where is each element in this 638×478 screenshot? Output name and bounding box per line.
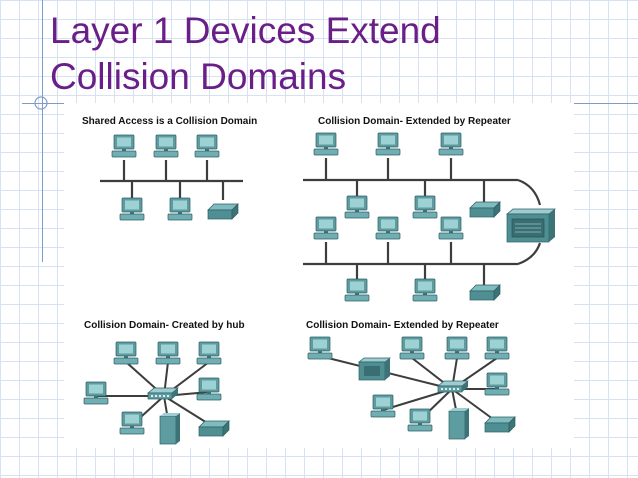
repeater-icon (358, 357, 391, 381)
slide-vertical-rule (42, 0, 43, 262)
computer-icon (484, 372, 510, 396)
computer-icon (438, 216, 464, 240)
printer-icon (207, 203, 239, 220)
slide-title: Layer 1 Devices Extend Collision Domains (50, 8, 441, 100)
hub-icon (437, 380, 469, 393)
computer-icon (196, 341, 222, 365)
slide-title-line1: Layer 1 Devices Extend (50, 10, 441, 51)
repeater-bottom-label: Collision Domain- Extended by Repeater (306, 320, 499, 331)
computer-icon (412, 278, 438, 302)
computer-icon (119, 197, 145, 221)
computer-icon (313, 216, 339, 240)
computer-icon (375, 216, 401, 240)
computer-icon (113, 341, 139, 365)
shared-bus-cables (100, 160, 243, 200)
computer-icon (484, 336, 510, 360)
hub-icon (147, 387, 179, 400)
repeater-icon (506, 208, 556, 243)
computer-icon (399, 336, 425, 360)
server-icon (159, 412, 181, 445)
computer-icon (196, 377, 222, 401)
computer-icon (370, 394, 396, 418)
server-icon (448, 407, 470, 440)
computer-icon (83, 381, 109, 405)
computer-icon (119, 411, 145, 435)
computer-icon (344, 195, 370, 219)
computer-icon (375, 132, 401, 156)
printer-icon (469, 284, 501, 301)
printer-icon (198, 420, 230, 437)
printer-icon (469, 201, 501, 218)
computer-icon (444, 336, 470, 360)
computer-icon (307, 336, 333, 360)
repeater-top-cables (303, 158, 542, 286)
slide-title-line2: Collision Domains (50, 56, 347, 97)
computer-icon (153, 134, 179, 158)
computer-icon (344, 278, 370, 302)
computer-icon (407, 408, 433, 432)
repeater-top-label: Collision Domain- Extended by Repeater (318, 116, 511, 127)
shared-access-label: Shared Access is a Collision Domain (82, 116, 258, 127)
computer-icon (155, 341, 181, 365)
computer-icon (412, 195, 438, 219)
crosshair-decoration (34, 96, 48, 110)
computer-icon (438, 132, 464, 156)
printer-icon (484, 416, 516, 433)
repeater-star-cables (319, 355, 498, 423)
computer-icon (194, 134, 220, 158)
hub-label: Collision Domain- Created by hub (84, 320, 245, 331)
computer-icon (167, 197, 193, 221)
computer-icon (313, 132, 339, 156)
computer-icon (111, 134, 137, 158)
